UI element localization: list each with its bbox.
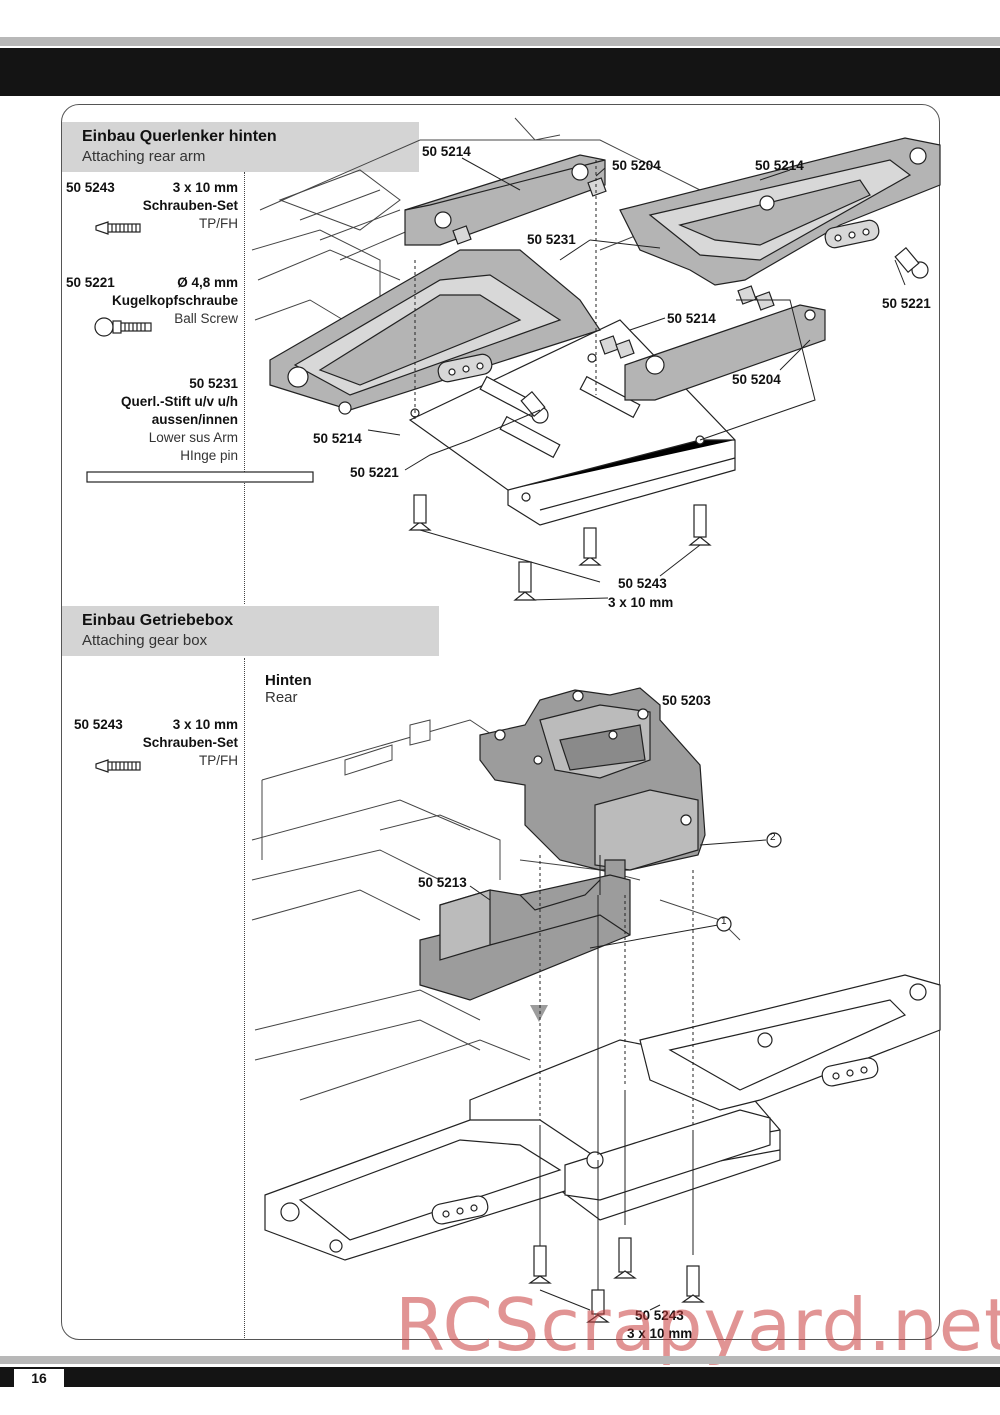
part-number: 50 5243 [66, 180, 115, 195]
callout-label: 50 5204 [732, 372, 781, 387]
callout-label: 50 5214 [422, 144, 471, 159]
callout-label: 50 5243 [618, 576, 667, 591]
bottom-stripe [0, 1356, 1000, 1364]
top-bar [0, 48, 1000, 96]
part-size: 3 x 10 mm [172, 717, 238, 732]
callout-label: 50 5243 [635, 1308, 684, 1323]
rear-arm-drawing [251, 117, 941, 601]
callout-label: 50 5221 [350, 465, 399, 480]
gear-box-drawing [251, 687, 941, 1323]
divider-dotted [244, 172, 245, 604]
part-name-de: Schrauben-Set [142, 198, 238, 213]
part-name-en-line2: HInge pin [180, 448, 238, 463]
part-entry-screw-set: 50 5243 3 x 10 mm Schrauben-Set TP/FH [66, 179, 238, 233]
ball-screw-icon [94, 317, 152, 337]
part-entry-screw-set: 50 5243 3 x 10 mm Schrauben-Set TP/FH [74, 716, 238, 770]
part-name-en: TP/FH [199, 216, 238, 231]
part-name-en-line1: Lower sus Arm [148, 430, 238, 445]
section-header-gear-box: Einbau Getriebebox Attaching gear box [62, 606, 439, 656]
subheading-de: Hinten [265, 672, 312, 689]
divider-dotted [244, 658, 245, 1338]
screw-icon [95, 221, 141, 235]
callout-label: 50 5213 [418, 875, 467, 890]
callout-label: 3 x 10 mm [608, 595, 674, 610]
part-size: Ø 4,8 mm [177, 275, 238, 290]
callout-label: 50 5214 [667, 311, 716, 326]
part-entry-ball-screw: 50 5221 Ø 4,8 mm Kugelkopfschraube Ball S… [66, 274, 238, 328]
part-entry-hinge-pin: 50 5231 Querl.-Stift u/v u/h aussen/inne… [66, 375, 238, 465]
part-number: 50 5221 [66, 275, 115, 290]
section-title-de: Einbau Querlenker hinten [82, 128, 277, 145]
part-name-en: Ball Screw [174, 311, 238, 326]
callout-label: 50 5231 [527, 232, 576, 247]
hinge-pin-icon [86, 471, 314, 483]
section-title-en: Attaching rear arm [82, 148, 206, 165]
section-title-en: Attaching gear box [82, 632, 208, 649]
callout-label: 50 5214 [313, 431, 362, 446]
part-name-de-line1: Querl.-Stift u/v u/h [121, 394, 238, 409]
callout-label: 50 5204 [612, 158, 661, 173]
section-header-rear-arm: Einbau Querlenker hinten Attaching rear … [62, 122, 419, 172]
callout-label: 50 5214 [755, 158, 804, 173]
screw-icon [95, 759, 141, 773]
subheading-rear: Hinten Rear [265, 672, 312, 706]
subheading-en: Rear [265, 689, 298, 706]
part-name-de: Schrauben-Set [142, 735, 238, 750]
section-title-de: Einbau Getriebebox [82, 612, 234, 629]
watermark: RCScrapyard.net [395, 1283, 1000, 1367]
callout-label: 50 5203 [662, 693, 711, 708]
part-number: 50 5243 [74, 717, 123, 732]
callout-number: 1 [721, 916, 727, 927]
part-number: 50 5231 [189, 376, 238, 391]
part-name-en: TP/FH [199, 753, 238, 768]
part-size: 3 x 10 mm [172, 180, 238, 195]
bottom-bar [0, 1367, 1000, 1387]
page-number: 16 [14, 1369, 64, 1387]
top-stripe [0, 37, 1000, 46]
callout-label: 3 x 10 mm [627, 1326, 693, 1341]
callout-label: 50 5221 [882, 296, 931, 311]
page-frame [61, 104, 940, 1340]
part-name-de: Kugelkopfschraube [111, 293, 238, 308]
callout-number: 2 [770, 832, 776, 843]
part-name-de-line2: aussen/innen [151, 412, 238, 427]
